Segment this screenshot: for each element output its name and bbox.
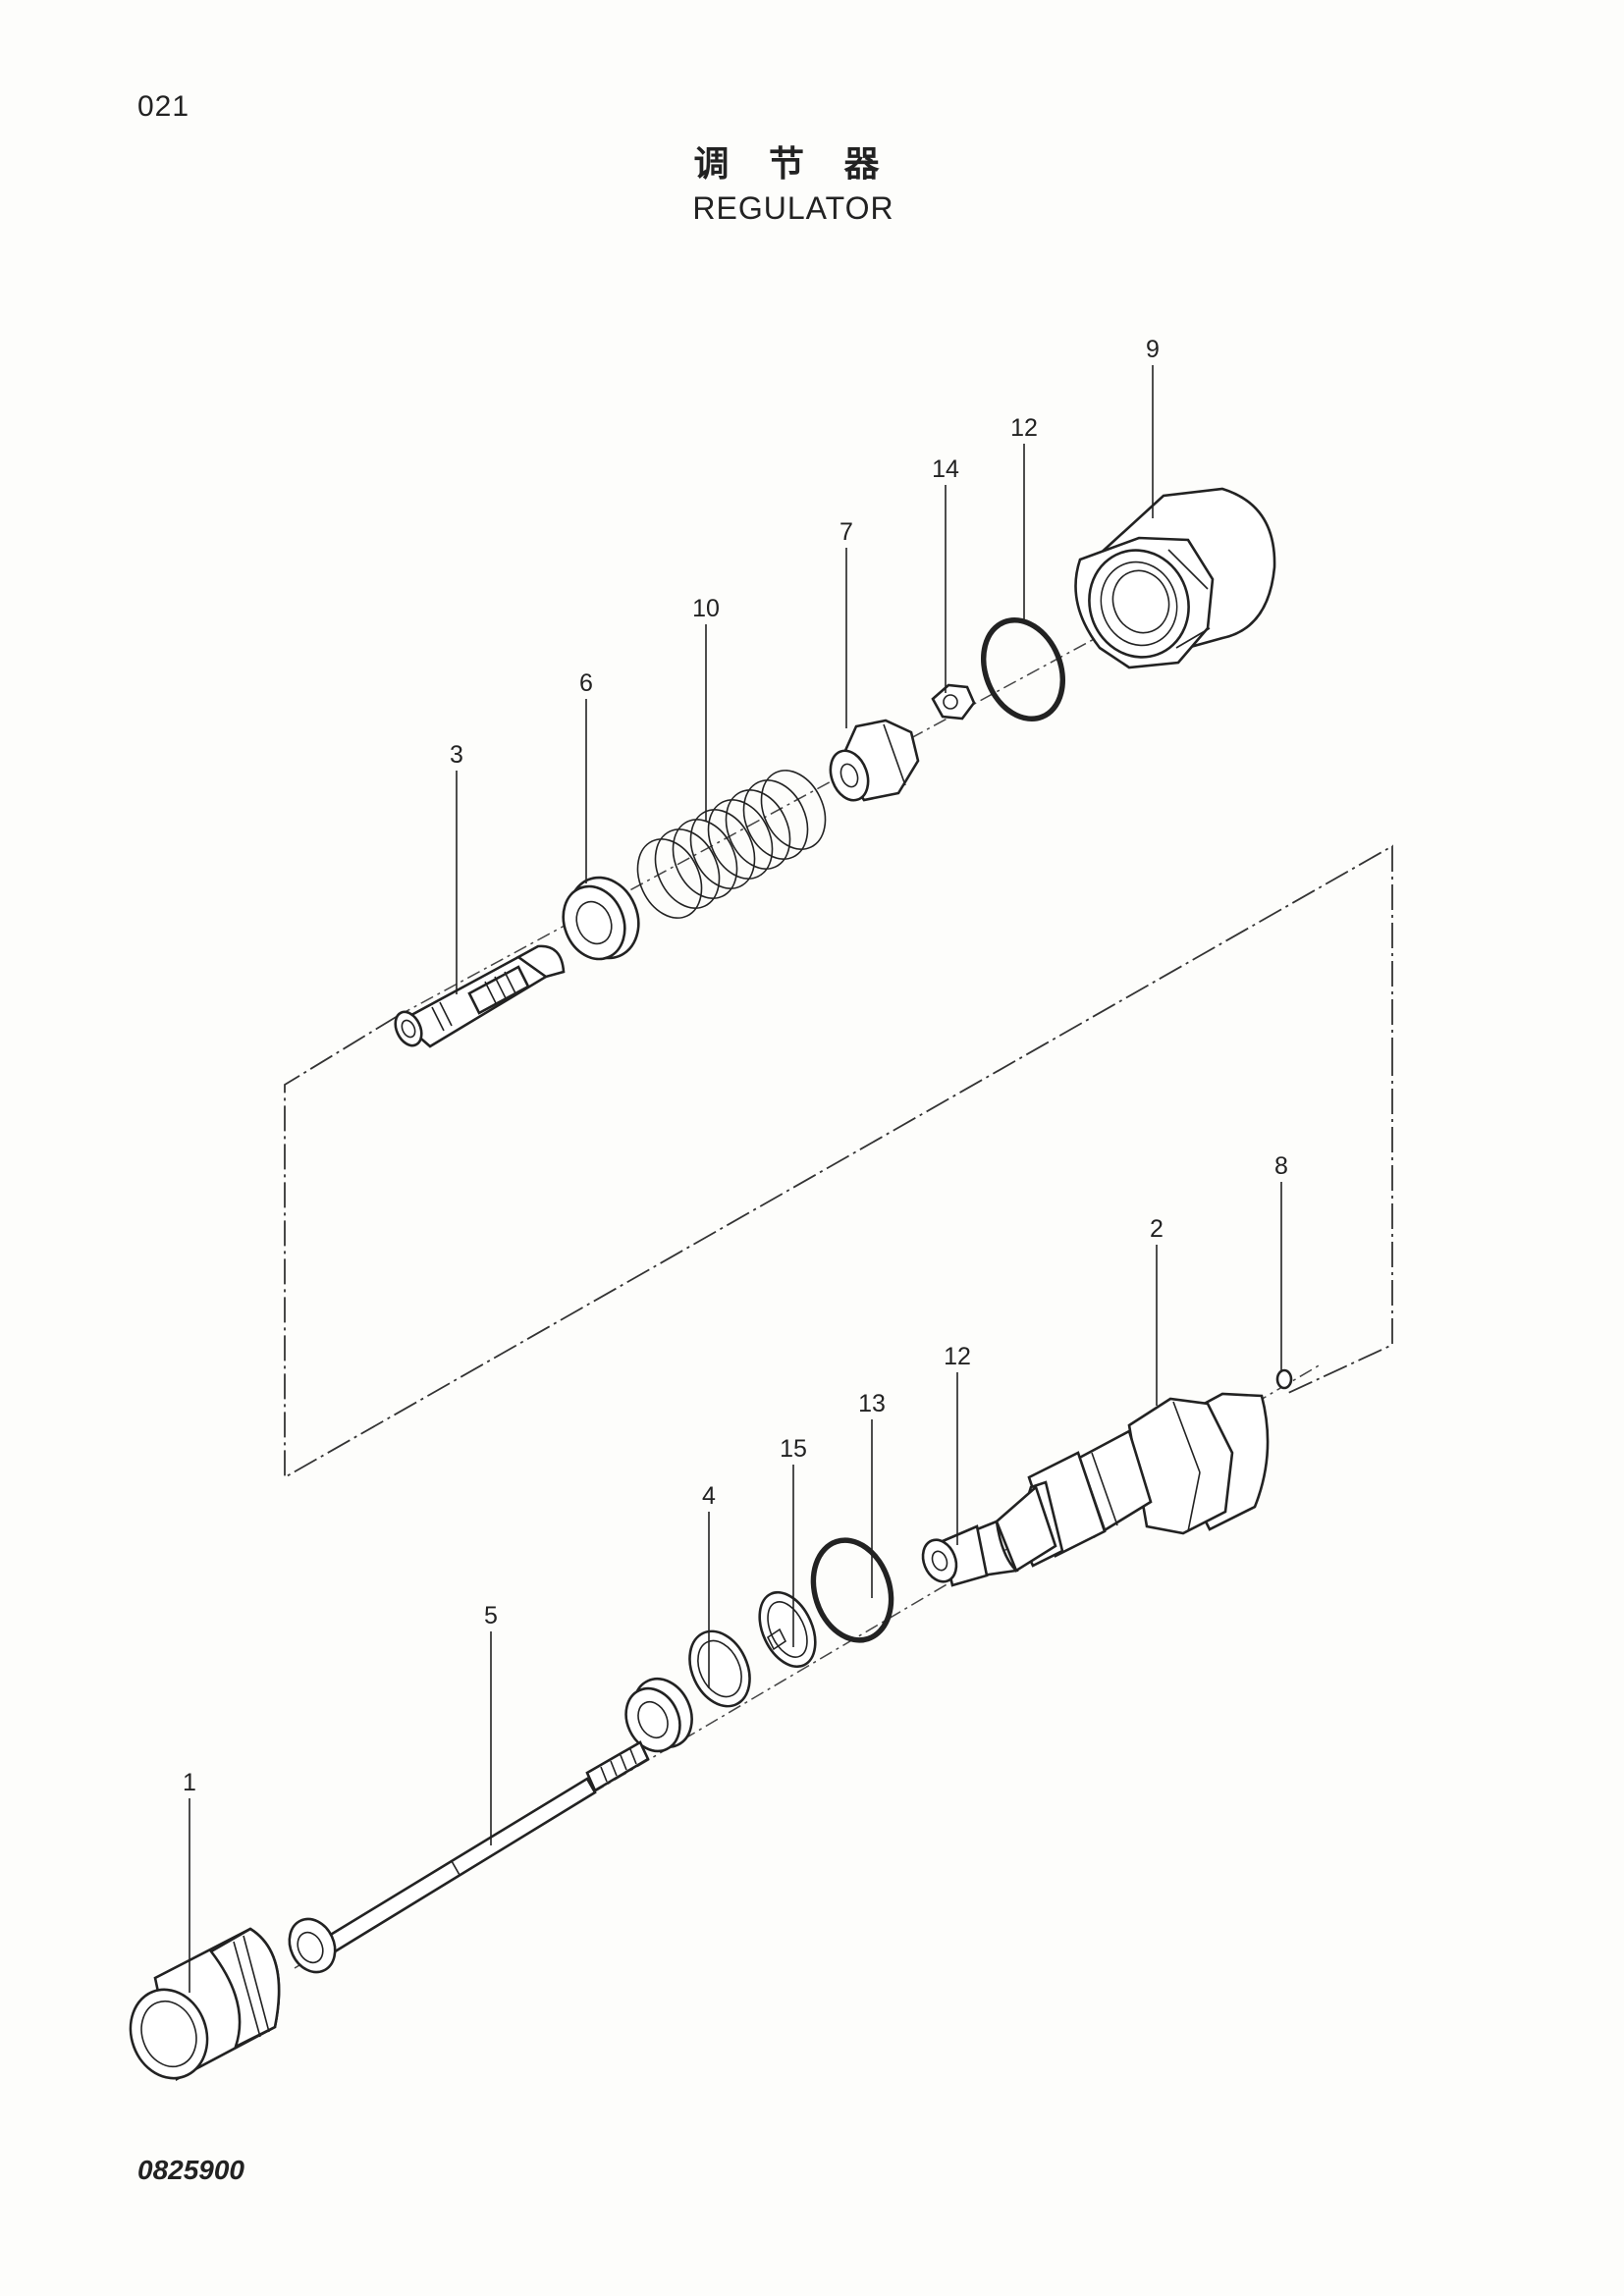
part-4-seat [624,1677,693,1753]
callout-4: 4 [702,1482,716,1510]
part-10-spring [636,770,827,919]
drawing-code: 0825900 [137,2155,245,2185]
part-14-hex-nut [931,683,976,721]
part-3-stem [394,944,566,1048]
connection-frame [284,844,1393,1479]
callout-14: 14 [932,455,959,483]
part-1-cap [129,1927,281,2081]
callout-7: 7 [839,518,853,546]
part-12-o-ring-upper [980,616,1066,722]
part-13-snap-ring [758,1590,817,1669]
callout-6: 6 [579,669,593,697]
callout-2: 2 [1150,1215,1164,1243]
callout-12-lower: 12 [944,1343,971,1370]
part-15-ring [688,1629,751,1708]
title-english: REGULATOR [692,190,894,226]
callout-1: 1 [183,1769,196,1796]
part-6-seat [562,876,640,961]
upper-assembly-axis [397,598,1169,1017]
callout-9: 9 [1146,336,1160,363]
part-9-cap-nut [1074,487,1276,669]
callout-5: 5 [484,1602,498,1629]
callout-13: 13 [858,1390,886,1417]
callout-3: 3 [450,741,463,769]
connection-frame-lower [1285,1050,1393,1395]
part-2-body [921,1392,1270,1587]
title-chinese: 调 节 器 [693,144,893,185]
page-number: 021 [137,90,190,123]
callout-15: 15 [780,1435,807,1463]
part-8-small-plug [1275,1368,1293,1390]
callout-8: 8 [1274,1152,1288,1180]
callout-12-upper: 12 [1010,414,1038,442]
part-5-rod [288,1740,650,1974]
callout-10: 10 [692,595,720,622]
part-7-plug [829,719,920,802]
part-12-o-ring-lower [810,1537,894,1643]
